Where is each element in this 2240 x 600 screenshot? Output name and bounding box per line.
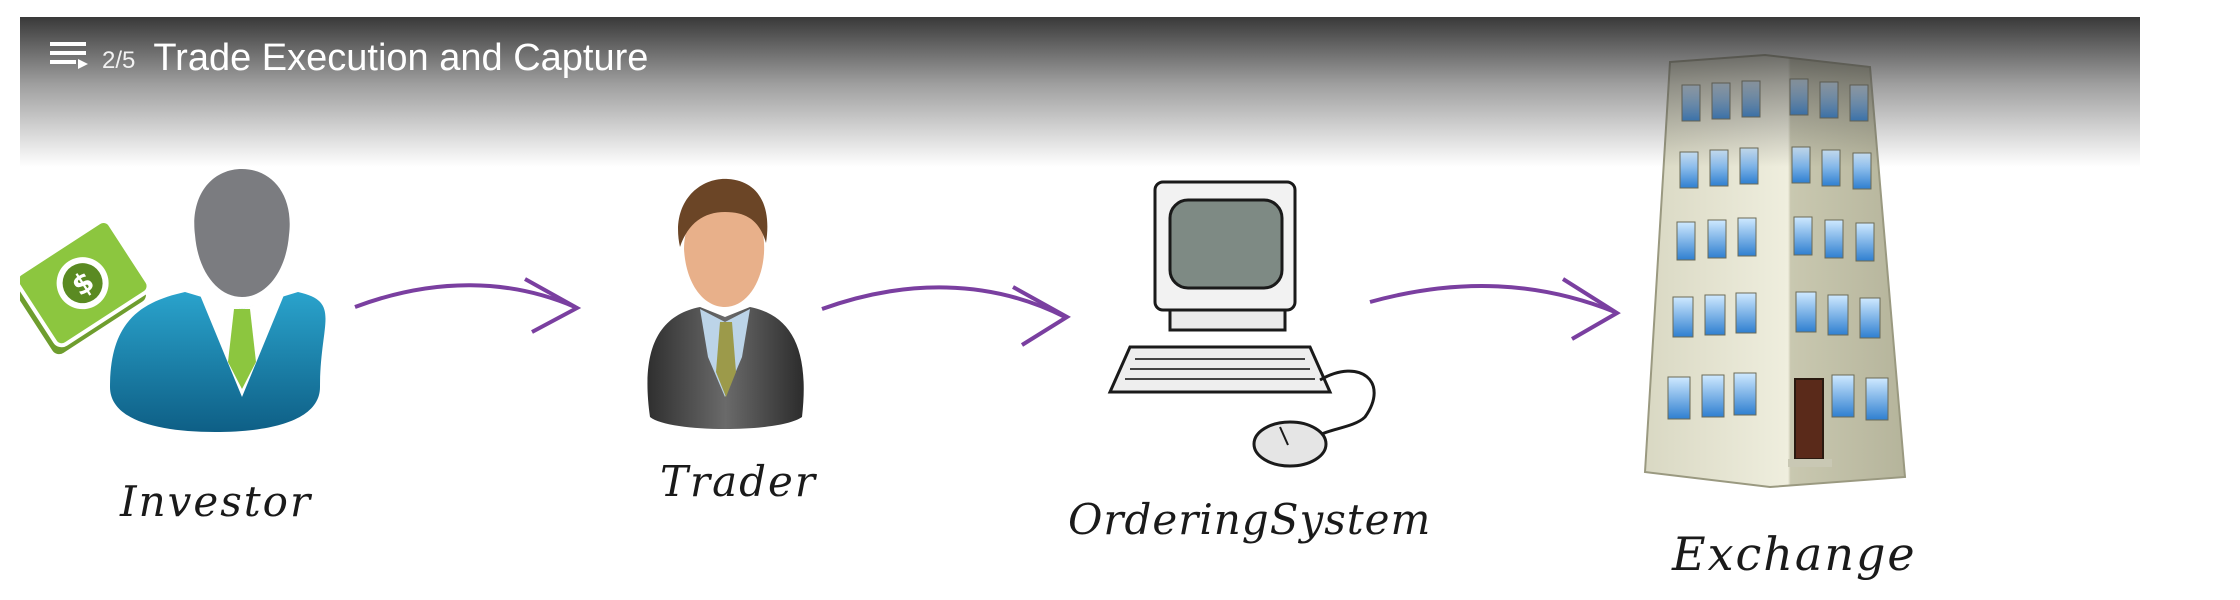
investor-icon: $ bbox=[20, 169, 326, 432]
computer-icon bbox=[1107, 180, 1376, 468]
video-player[interactable]: $ bbox=[20, 17, 2140, 600]
trader-icon bbox=[647, 178, 804, 429]
playlist-position: 2/5 bbox=[102, 47, 136, 74]
arrow-system-to-exchange bbox=[1369, 277, 1621, 341]
arrow-investor-to-trader bbox=[354, 277, 582, 334]
node-label-ordering-system: OrderingSystem bbox=[1068, 495, 1432, 544]
arrow-trader-to-system bbox=[821, 285, 1071, 347]
playlist-button[interactable] bbox=[48, 35, 90, 77]
video-title[interactable]: Trade Execution and Capture bbox=[153, 37, 649, 79]
money-icon: $ bbox=[20, 219, 151, 355]
playlist-icon bbox=[50, 42, 88, 69]
video-title-bar: 2/5 Trade Execution and Capture bbox=[20, 17, 2140, 167]
flow-arrows bbox=[354, 277, 1621, 347]
node-label-trader: Trader bbox=[660, 457, 817, 506]
node-label-exchange: Exchange bbox=[1672, 527, 1917, 581]
node-label-investor: Investor bbox=[120, 477, 313, 526]
